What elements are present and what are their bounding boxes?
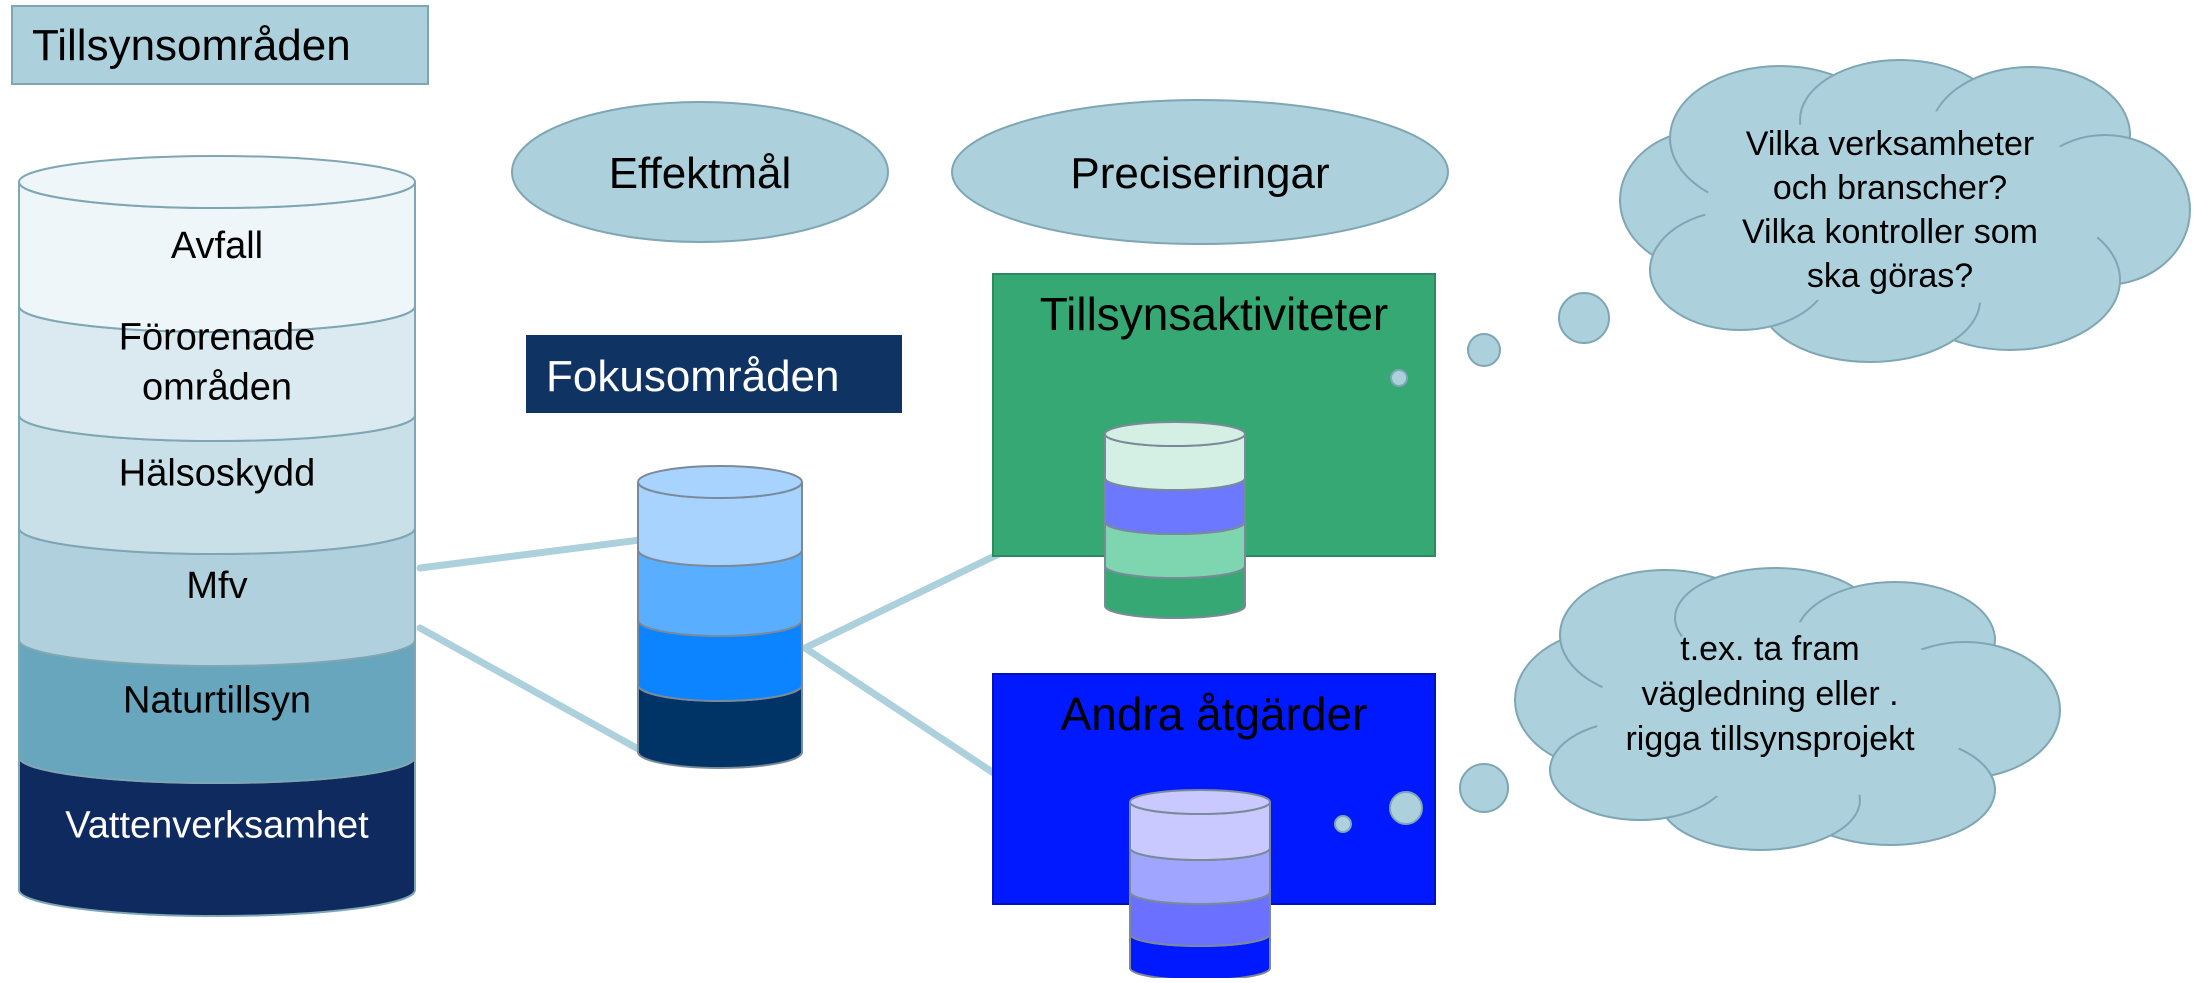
- cloud-questions-line-3: Vilka kontroller som: [1742, 213, 2038, 251]
- cloud-examples: [1514, 567, 2061, 851]
- panel-andra-atgarder-label: Andra åtgärder: [1061, 688, 1368, 740]
- other-stack-top: [1129, 789, 1271, 815]
- thought-bubble-lower-large: [1459, 763, 1509, 813]
- cloud-questions-line-2: och branscher?: [1773, 169, 2007, 207]
- thought-bubble-upper-large: [1558, 292, 1610, 344]
- connector-mfv-focus-top: [416, 536, 644, 572]
- main-stack-label: Förorenade: [119, 317, 315, 359]
- cloud-questions: [1619, 59, 2191, 363]
- main-stack-top: [18, 155, 416, 209]
- ellipse-preciseringar: [951, 99, 1449, 245]
- thought-bubble-upper-small: [1467, 333, 1501, 367]
- thought-bubble-medium: [1389, 791, 1423, 825]
- connector-mfv-focus-bottom: [416, 624, 644, 754]
- ellipse-preciseringar-label: Preciseringar: [1070, 149, 1329, 198]
- title-box: [11, 5, 429, 85]
- focus-stack: [637, 465, 803, 769]
- focus-label-box: [526, 335, 902, 413]
- cloud-questions-text: Vilka verksamheter och branscher? Vilka …: [1742, 125, 2038, 295]
- main-stack-label: Hälsoskydd: [119, 453, 315, 495]
- cloud-examples-line-1: t.ex. ta fram: [1680, 630, 1860, 668]
- main-stack-label: Vattenverksamhet: [65, 805, 369, 847]
- title-box-label: Tillsynsområden: [32, 21, 351, 70]
- main-stack-label: områden: [142, 367, 292, 409]
- cloud-examples-text: t.ex. ta fram vägledning eller . rigga t…: [1625, 630, 1915, 758]
- other-stack: [1129, 789, 1271, 981]
- main-stack-label: Naturtillsyn: [123, 680, 311, 722]
- focus-label: Fokusområden: [546, 352, 839, 401]
- cloud-questions-line-1: Vilka verksamheter: [1746, 125, 2035, 163]
- cloud-examples-line-3: rigga tillsynsprojekt: [1625, 720, 1915, 758]
- activities-stack: [1104, 421, 1246, 619]
- ellipse-effektmal-label: Effektmål: [609, 149, 792, 198]
- activities-stack-top: [1104, 421, 1246, 447]
- panel-dot: [1390, 369, 1408, 387]
- main-stack-label: Avfall: [171, 225, 263, 267]
- panel-tillsynsaktiviteter-label: Tillsynsaktiviteter: [1040, 288, 1388, 340]
- focus-stack-top: [637, 465, 803, 499]
- cloud-questions-line-4: ska göras?: [1807, 257, 1973, 295]
- main-stack-label: Mfv: [186, 565, 247, 607]
- cloud-examples-line-2: vägledning eller .: [1641, 675, 1898, 713]
- thought-bubble-small: [1334, 815, 1352, 833]
- ellipse-effektmal: [511, 101, 889, 243]
